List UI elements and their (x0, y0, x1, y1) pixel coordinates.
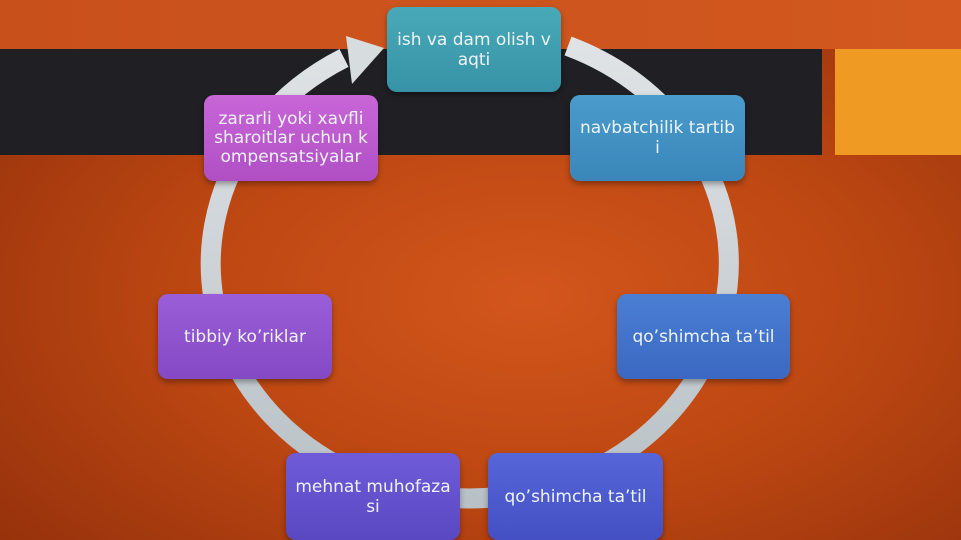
cycle-node-5-label: mehnat muhofazasi (295, 476, 451, 517)
cycle-ring-arc (200, 36, 739, 509)
cycle-node-3: qo’shimcha ta’til (617, 294, 790, 379)
cycle-node-4: qo’shimcha ta’til (488, 453, 663, 540)
cycle-node-1: ish va dam olish vaqti (387, 7, 561, 92)
cycle-node-5: mehnat muhofazasi (286, 453, 460, 540)
cycle-node-7-label: zararli yoki xavfli sharoitlar uchun kom… (214, 108, 368, 167)
cycle-node-3-label: qo’shimcha ta’til (632, 326, 775, 347)
accent-block (835, 49, 961, 155)
cycle-node-2: navbatchilik tartibi (570, 95, 745, 181)
cycle-node-1-label: ish va dam olish vaqti (397, 29, 551, 70)
cycle-node-6-label: tibbiy ko’riklar (184, 326, 306, 347)
cycle-node-7: zararli yoki xavfli sharoitlar uchun kom… (204, 95, 378, 181)
cycle-arrowhead (346, 36, 384, 84)
cycle-node-6: tibbiy ko’riklar (158, 294, 332, 379)
cycle-node-2-label: navbatchilik tartibi (580, 118, 735, 158)
cycle-node-4-label: qo’shimcha ta’til (504, 486, 647, 507)
